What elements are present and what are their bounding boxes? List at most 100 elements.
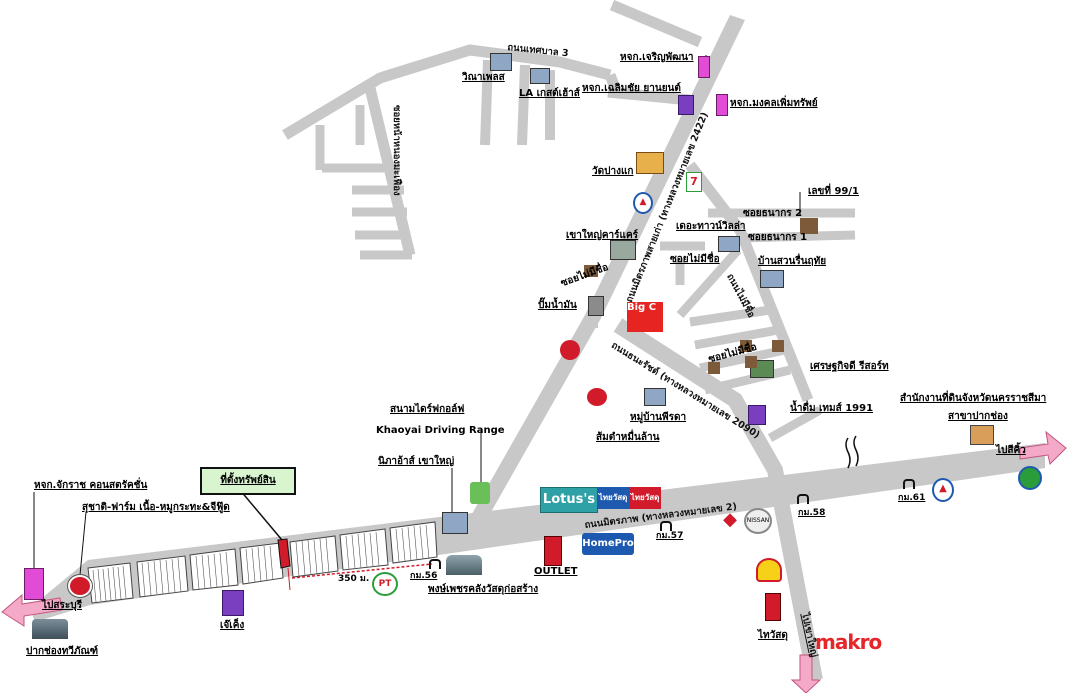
arrow-saraburi[interactable] xyxy=(1,593,63,627)
house-icon xyxy=(584,265,598,277)
building-icon xyxy=(24,568,44,600)
property-marker[interactable] xyxy=(277,538,291,569)
house-icon xyxy=(442,512,468,534)
label-thaiwatsadu: ไทวัสดุ xyxy=(758,630,788,641)
label-sethakit-resort: เศรษฐกิจดี รีสอร์ท xyxy=(810,361,889,372)
house-icon xyxy=(800,218,818,234)
house-icon xyxy=(530,68,550,84)
km-61: กม.61 xyxy=(898,493,926,503)
label-wat: วัดปางแก xyxy=(592,166,634,177)
label-land-office-branch: สาขาปากช่อง xyxy=(948,411,1008,422)
label-nikhom: นิภาอ้าส์ เขาใหญ่ xyxy=(378,456,455,467)
label-chalermchai: หจก.เฉลิมชัย ยานยนต์ xyxy=(582,83,681,94)
km-post-icon xyxy=(660,521,672,531)
lotus-logo: Lotus's xyxy=(540,487,598,513)
km-57: กม.57 xyxy=(656,531,684,541)
gas-icon xyxy=(588,296,604,316)
shophouses xyxy=(87,521,438,604)
outlet-icon xyxy=(544,536,562,566)
house-icon xyxy=(772,340,784,352)
shell-icon xyxy=(756,558,782,582)
label-moobaan: หมู่บ้านพีรดา xyxy=(630,412,687,423)
label-pakchong-pattana: ปากช่องทวีภัณฑ์ xyxy=(26,646,99,657)
property-tick xyxy=(287,567,291,591)
label-water-1991: น้ำดื่ม เทมส์ 1991 xyxy=(790,403,874,414)
thaiwatsadu-logo: ไทยวัสดุ ไทยวัสดุ xyxy=(597,487,661,509)
pt-station-icon: PT xyxy=(372,572,398,596)
km-56: กม.56 xyxy=(410,571,438,581)
building-icon xyxy=(716,94,728,116)
property-label[interactable]: ที่ตั้งทรัพย์สิน xyxy=(200,467,296,495)
label-phongphet: พงษ์เพชรคลังวัสดุก่อสร้าง xyxy=(428,584,539,595)
arrow-khaoyai[interactable] xyxy=(790,654,822,693)
label-jekeng: เจ๊เค็ง xyxy=(220,620,245,631)
label-outlet: OUTLET xyxy=(534,566,578,577)
label-soi-thanakorn2: ซอยธนากร 2 xyxy=(743,208,803,219)
label-chakkrat: หจก.จักราช คอนสตรัคชั่น xyxy=(34,480,148,491)
road-2422 xyxy=(460,15,745,535)
bigc-text: Big C xyxy=(627,302,657,313)
somtam-icon xyxy=(587,388,607,406)
ptt-icon: ▲ xyxy=(932,478,954,502)
restaurant-icon xyxy=(68,575,92,597)
logo-icon xyxy=(560,340,580,360)
label-soi-thanakorn1: ซอยธนากร 1 xyxy=(748,232,808,243)
km-post-icon xyxy=(797,494,809,504)
house-icon xyxy=(490,53,512,71)
makro-logo: makro xyxy=(815,630,882,654)
property-pointer xyxy=(239,489,283,541)
thaiwat-part: ไทยวัสดุ xyxy=(629,487,661,509)
temple-icon xyxy=(636,152,664,174)
water-icon xyxy=(748,405,766,425)
thaiwatsadu-icon xyxy=(765,593,781,621)
house-icon xyxy=(740,340,752,352)
house-icon xyxy=(708,362,720,374)
label-soi-mairoo: ซอยไม่มีชื่อ xyxy=(670,254,720,265)
ptt-icon: ▲ xyxy=(633,192,653,214)
road-2090 xyxy=(613,318,823,682)
local-roads xyxy=(282,0,856,442)
label-sacha: สุชาติ-ฟาร์ม เนื้อ-หมูกระทะ&จีฟู๊ด xyxy=(82,502,230,513)
building-icon xyxy=(678,95,694,115)
km-post-icon xyxy=(903,479,915,489)
bigc-logo: Big C xyxy=(627,302,663,332)
km-58: กม.58 xyxy=(798,508,826,518)
km-post-icon xyxy=(429,559,441,569)
warehouse-icon xyxy=(32,619,68,639)
label-gas-station: ปั๊มน้ำมัน xyxy=(538,300,577,311)
road-mittraphap xyxy=(30,443,1045,622)
thaiwat-part: ไทยวัสดุ xyxy=(597,487,629,509)
garage-icon xyxy=(610,240,636,260)
house-icon xyxy=(760,270,784,288)
bangchak-icon xyxy=(1018,466,1042,490)
road-break xyxy=(845,435,859,469)
label-khaoyai-care: เขาใหญ่คาร์แคร์ xyxy=(566,230,639,241)
label-ban-suan: บ้านสวนรื่นฤทัย xyxy=(758,256,827,267)
house-icon xyxy=(644,388,666,406)
nissan-icon: NISSAN xyxy=(744,508,772,534)
golfer-icon xyxy=(470,482,490,504)
label-town-villa: เดอะทาวน์วิลล่า xyxy=(676,221,746,232)
direction-saraburi: ไปสระบุรี xyxy=(42,600,82,611)
label-la-guesthouse: LA เกสต์เฮ้าส์ xyxy=(519,88,580,99)
house-icon xyxy=(718,236,740,252)
seven-eleven-icon: 7 xyxy=(686,172,702,192)
arrow-sikhio[interactable] xyxy=(1019,430,1067,465)
shophouse-hatching xyxy=(92,524,430,603)
label-land-office: สำนักงานที่ดินจังหวัดนครราชสีมา xyxy=(900,393,1047,404)
label-golf-en: Khaoyai Driving Range xyxy=(376,425,505,436)
label-charoen-pattana: หจก.เจริญพัฒนา xyxy=(620,52,694,63)
warehouse-icon xyxy=(446,555,482,575)
label-99-1: เลขที่ 99/1 xyxy=(808,186,859,197)
house-icon xyxy=(745,356,757,368)
mitsubishi-icon: ◆ xyxy=(723,509,737,530)
label-somtam: ส้มตำหมื่นล้าน xyxy=(596,432,660,443)
label-winaplace: วิณาเพลส xyxy=(462,72,505,83)
building-icon xyxy=(222,590,244,616)
building-icon xyxy=(698,56,710,78)
distance-line xyxy=(291,563,433,579)
distance-label: 350 ม. xyxy=(338,574,370,584)
label-mongkol: หจก.มงคลเพิ่มทรัพย์ xyxy=(730,98,818,109)
label-golf: สนามไดร์ฟกอล์ฟ xyxy=(390,404,465,415)
